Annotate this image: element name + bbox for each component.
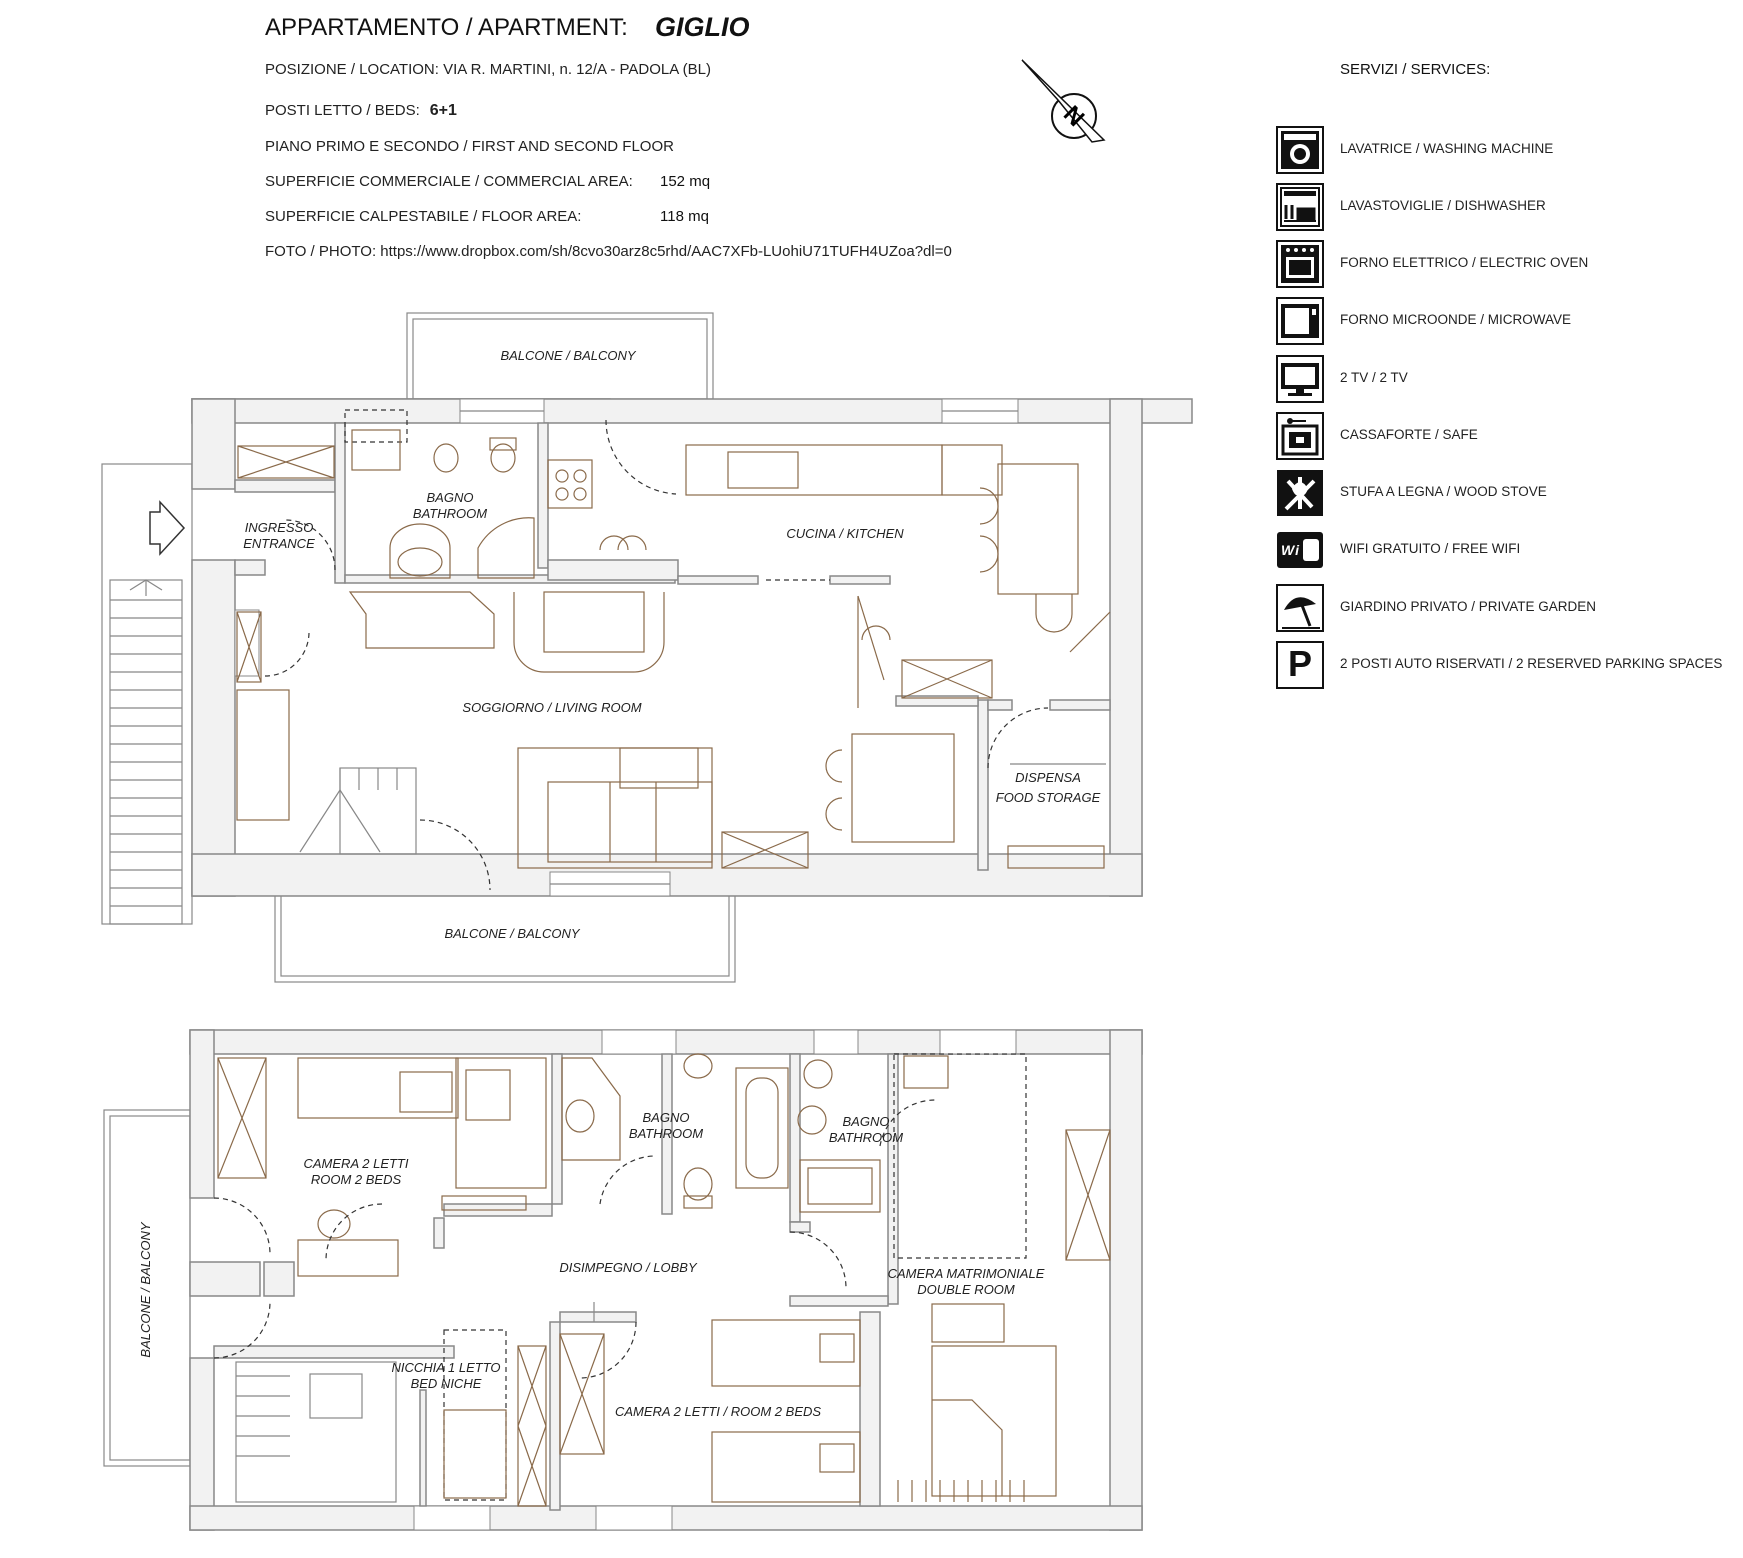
label-entrance-en: ENTRANCE	[243, 536, 315, 551]
oven-icon	[1276, 240, 1324, 288]
service-wood-stove: STUFA A LEGNA / WOOD STOVE	[1276, 469, 1736, 517]
label-bathroom-b-en: BATHROOM	[829, 1130, 903, 1145]
label-bathroom-b-it: BAGNO	[843, 1114, 890, 1129]
label-bathroom-a-en: BATHROOM	[629, 1126, 703, 1141]
service-wifi: Wi Fi WIFI GRATUITO / FREE WIFI	[1276, 526, 1736, 574]
label-double-room-en: DOUBLE ROOM	[917, 1282, 1015, 1297]
label-entrance-it: INGRESSO	[245, 520, 314, 535]
service-label: 2 TV / 2 TV	[1340, 370, 1408, 385]
beds-label: POSTI LETTO / BEDS:	[265, 102, 420, 119]
service-label: LAVASTOVIGLIE / DISHWASHER	[1340, 198, 1546, 213]
service-tv: 2 TV / 2 TV	[1276, 355, 1736, 403]
label-balcony-bottom: BALCONE / BALCONY	[444, 926, 580, 941]
beds-line: POSTI LETTO / BEDS: 6+1	[265, 102, 457, 120]
wood-stove-icon	[1277, 470, 1323, 516]
label-room-2beds-a-it: CAMERA 2 LETTI	[304, 1156, 409, 1171]
service-label: CASSAFORTE / SAFE	[1340, 427, 1478, 442]
microwave-icon	[1276, 297, 1324, 345]
label-balcony-top: BALCONE / BALCONY	[500, 348, 636, 363]
tv-icon	[1276, 355, 1324, 403]
label-bathroom-1-it: BAGNO	[427, 490, 474, 505]
apartment-name: GIGLIO	[655, 12, 750, 42]
apartment-title-label: APPARTAMENTO / APARTMENT:	[265, 14, 628, 41]
service-label: WIFI GRATUITO / FREE WIFI	[1340, 541, 1521, 556]
label-lobby: DISIMPEGNO / LOBBY	[559, 1260, 698, 1275]
label-room-2beds-a-en: ROOM 2 BEDS	[311, 1172, 402, 1187]
safe-icon	[1276, 412, 1324, 460]
commercial-area-label: SUPERFICIE COMMERCIALE / COMMERCIAL AREA…	[265, 173, 633, 190]
service-label: FORNO ELETTRICO / ELECTRIC OVEN	[1340, 255, 1589, 270]
label-double-room-it: CAMERA MATRIMONIALE	[888, 1266, 1045, 1281]
label-kitchen: CUCINA / KITCHEN	[786, 526, 904, 541]
parking-badge-text: P	[1287, 643, 1312, 684]
service-label: FORNO MICROONDE / MICROWAVE	[1340, 312, 1571, 327]
wifi-badge-text: Wi Fi	[1281, 542, 1320, 558]
wifi-icon	[1277, 532, 1323, 568]
first-floor-plan	[101, 312, 1193, 983]
service-label: STUFA A LEGNA / WOOD STOVE	[1340, 484, 1547, 499]
floor-area-label: SUPERFICIE CALPESTABILE / FLOOR AREA:	[265, 208, 582, 225]
washing-machine-icon	[1276, 126, 1324, 174]
floor-area-value: 118 mq	[660, 208, 709, 225]
garden-umbrella-icon	[1276, 584, 1324, 632]
services-title: SERVIZI / SERVICES:	[1340, 61, 1491, 78]
service-label: GIARDINO PRIVATO / PRIVATE GARDEN	[1340, 599, 1597, 614]
service-washing-machine: LAVATRICE / WASHING MACHINE	[1276, 126, 1736, 174]
service-label: 2 POSTI AUTO RISERVATI / 2 RESERVED PARK…	[1340, 656, 1723, 671]
dishwasher-icon	[1276, 183, 1324, 231]
north-arrow-icon: N	[1021, 59, 1106, 143]
photo-link[interactable]: FOTO / PHOTO: https://www.dropbox.com/sh…	[265, 243, 952, 260]
service-safe: CASSAFORTE / SAFE	[1276, 412, 1736, 460]
service-dishwasher: LAVASTOVIGLIE / DISHWASHER	[1276, 183, 1736, 231]
label-balcony-side: BALCONE / BALCONY	[138, 1221, 153, 1357]
label-storage-it: DISPENSA	[1015, 770, 1081, 785]
label-bathroom-1-en: BATHROOM	[413, 506, 487, 521]
label-storage-en: FOOD STORAGE	[996, 790, 1101, 805]
label-living-room: SOGGIORNO / LIVING ROOM	[462, 700, 641, 715]
service-garden: GIARDINO PRIVATO / PRIVATE GARDEN	[1276, 584, 1736, 632]
service-label: LAVATRICE / WASHING MACHINE	[1340, 141, 1554, 156]
label-room-2beds-b: CAMERA 2 LETTI / ROOM 2 BEDS	[615, 1404, 821, 1419]
floor-text: PIANO PRIMO E SECONDO / FIRST AND SECOND…	[265, 138, 674, 155]
parking-icon	[1276, 641, 1324, 689]
label-bathroom-a-it: BAGNO	[643, 1110, 690, 1125]
label-bed-niche-it: NICCHIA 1 LETTO	[391, 1360, 500, 1375]
location-text: POSIZIONE / LOCATION: VIA R. MARTINI, n.…	[265, 61, 711, 78]
service-oven: FORNO ELETTRICO / ELECTRIC OVEN	[1276, 240, 1736, 288]
label-bed-niche-en: BED NICHE	[411, 1376, 482, 1391]
service-microwave: FORNO MICROONDE / MICROWAVE	[1276, 297, 1736, 345]
commercial-area-value: 152 mq	[660, 173, 711, 190]
service-parking: P 2 POSTI AUTO RISERVATI / 2 RESERVED PA…	[1276, 641, 1736, 689]
beds-value: 6+1	[429, 102, 457, 119]
entrance-arrow-icon	[149, 500, 186, 556]
second-floor-plan	[103, 1029, 1143, 1531]
